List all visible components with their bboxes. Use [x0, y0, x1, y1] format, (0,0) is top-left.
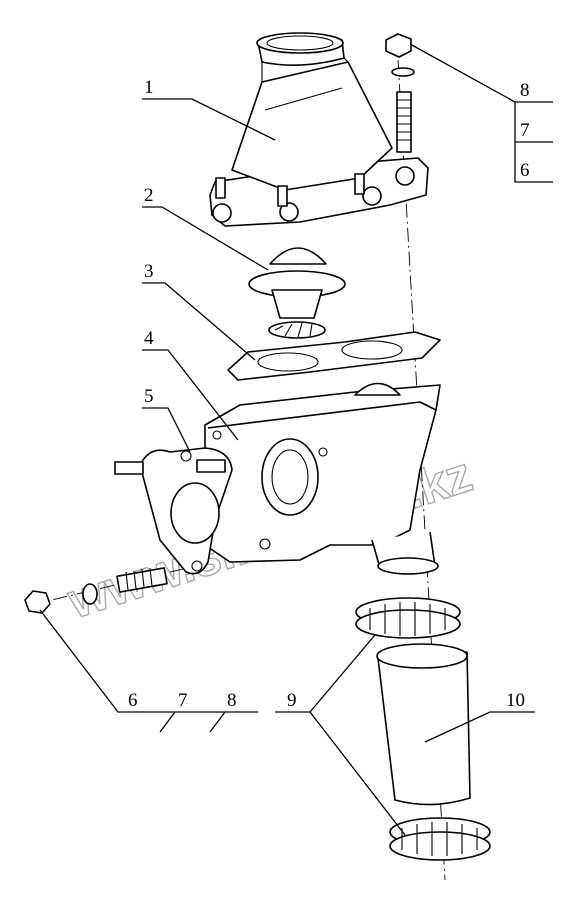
part-9-hose-clamp-lower	[389, 817, 491, 861]
callout-5: 5	[144, 386, 154, 407]
stud-left	[116, 567, 168, 593]
callout-6-right: 6	[520, 160, 530, 181]
leader-5	[142, 407, 191, 453]
leader-9	[275, 634, 406, 836]
tick-7-left	[159, 711, 176, 733]
leader-lines	[39, 43, 553, 836]
leader-3	[142, 282, 256, 361]
leader-8-right	[409, 43, 553, 103]
part-9-hose-clamp-upper	[355, 597, 461, 639]
callout-7-left: 7	[178, 690, 188, 711]
nut-right	[385, 33, 412, 58]
callout-8-left: 8	[227, 690, 237, 711]
washer-left	[82, 583, 98, 605]
stud-right	[396, 91, 412, 153]
part-2-thermostat	[248, 247, 346, 339]
leader-10	[424, 711, 535, 743]
leader-4	[142, 349, 239, 441]
bolt-stack-right	[385, 33, 415, 153]
callout-4: 4	[144, 328, 154, 349]
washer-right	[391, 67, 415, 77]
leader-1	[142, 98, 276, 141]
callout-2: 2	[144, 185, 154, 206]
callout-8-right: 8	[520, 80, 530, 101]
callout-3: 3	[144, 261, 154, 282]
tick-8-left	[209, 711, 226, 733]
callout-6-left: 6	[128, 690, 138, 711]
callout-7-right: 7	[520, 120, 530, 141]
part-1-outlet-cover	[209, 32, 429, 227]
stud-upper-right	[196, 459, 226, 473]
leader-6-7-8-left	[39, 609, 258, 713]
part-4-thermostat-housing	[204, 382, 441, 575]
stud-upper-left	[114, 461, 144, 475]
callout-9: 9	[287, 690, 297, 711]
nut-left	[24, 590, 51, 614]
bolt-stack-left	[24, 567, 168, 614]
leader-2	[142, 206, 269, 271]
bracket-6-right	[514, 142, 553, 183]
callout-1: 1	[144, 77, 154, 98]
part-3-gasket	[227, 331, 441, 381]
part-5-flange	[114, 447, 233, 575]
axis-line-bolt-left	[29, 564, 201, 606]
callout-10: 10	[506, 690, 525, 711]
part-10-hose	[376, 643, 471, 806]
